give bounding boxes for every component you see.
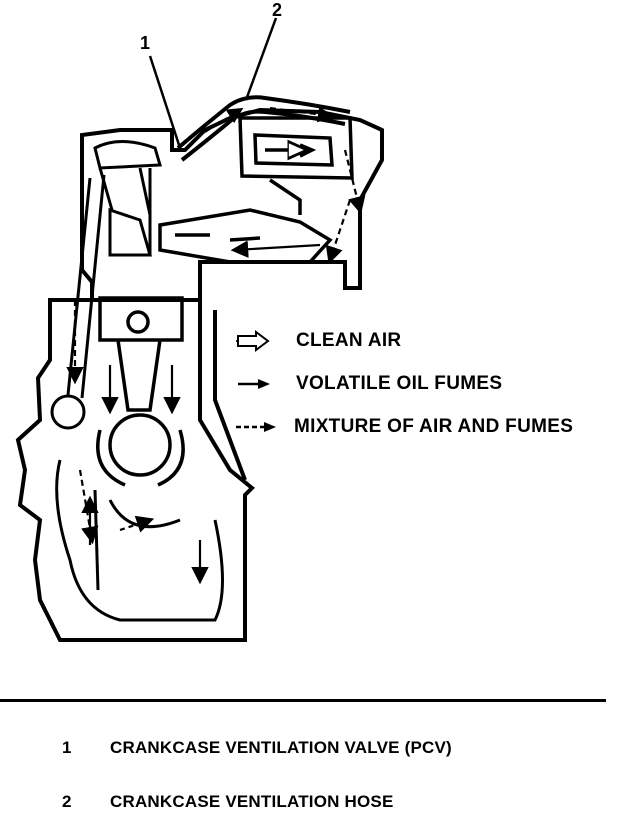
engine-block (15, 298, 255, 642)
crankcase (50, 394, 224, 622)
piston-assembly (96, 296, 185, 487)
legend-mixture-label: MIXTURE OF AIR AND FUMES (294, 416, 574, 437)
legend-volatile-fumes-symbol (238, 379, 270, 389)
pcv-hose (176, 95, 351, 162)
hose-flow-arrow (204, 107, 244, 133)
part-number: 1 (62, 738, 72, 757)
part-number: 2 (62, 792, 72, 811)
engine-pcv-diagram (15, 17, 384, 642)
part-name: CRANKCASE VENTILATION HOSE (110, 792, 394, 811)
legend-mixture-symbol (236, 422, 276, 432)
callout-number-1: 1 (140, 33, 151, 53)
hose-flow-arrow (269, 106, 334, 123)
section-divider (0, 699, 606, 702)
part-name: CRANKCASE VENTILATION VALVE (PCV) (110, 738, 452, 757)
legend-clean-air-label: CLEAN AIR (296, 330, 402, 351)
cylinder-head (80, 107, 384, 302)
callout-2-leader (244, 17, 278, 101)
callout-number-2: 2 (272, 0, 283, 20)
flow-arrows (66, 150, 366, 585)
callout-1-leader (148, 55, 182, 149)
valve-train (66, 140, 162, 399)
legend-clean-air-symbol (236, 330, 270, 352)
legend-volatile-fumes-label: VOLATILE OIL FUMES (296, 373, 503, 394)
